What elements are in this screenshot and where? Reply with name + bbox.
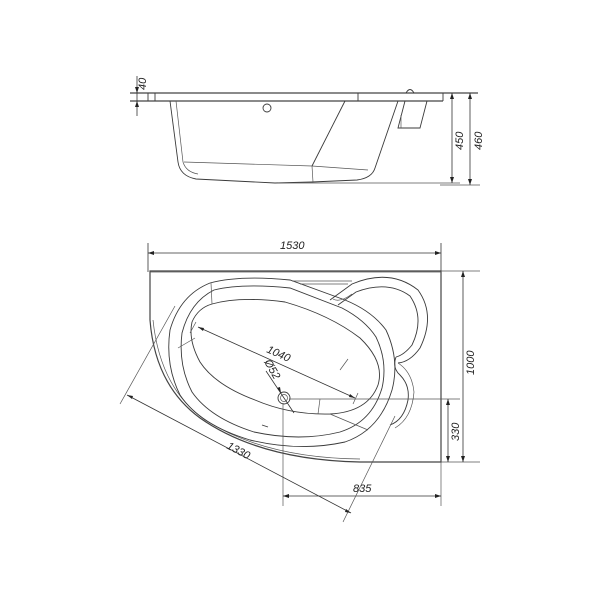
dim-length: 1530 <box>280 240 305 252</box>
dim-drain-offset-x: 835 <box>353 483 372 495</box>
top-view: 1530 1 <box>119 240 480 523</box>
dim-depth-inner: 450 <box>454 131 466 150</box>
dim-width: 1000 <box>465 350 477 375</box>
dim-depth-total: 460 <box>473 131 485 150</box>
side-view: 40 450 460 <box>130 76 485 186</box>
dim-rim-thickness: 40 <box>137 77 149 90</box>
dim-drain-offset-y: 330 <box>450 422 462 441</box>
